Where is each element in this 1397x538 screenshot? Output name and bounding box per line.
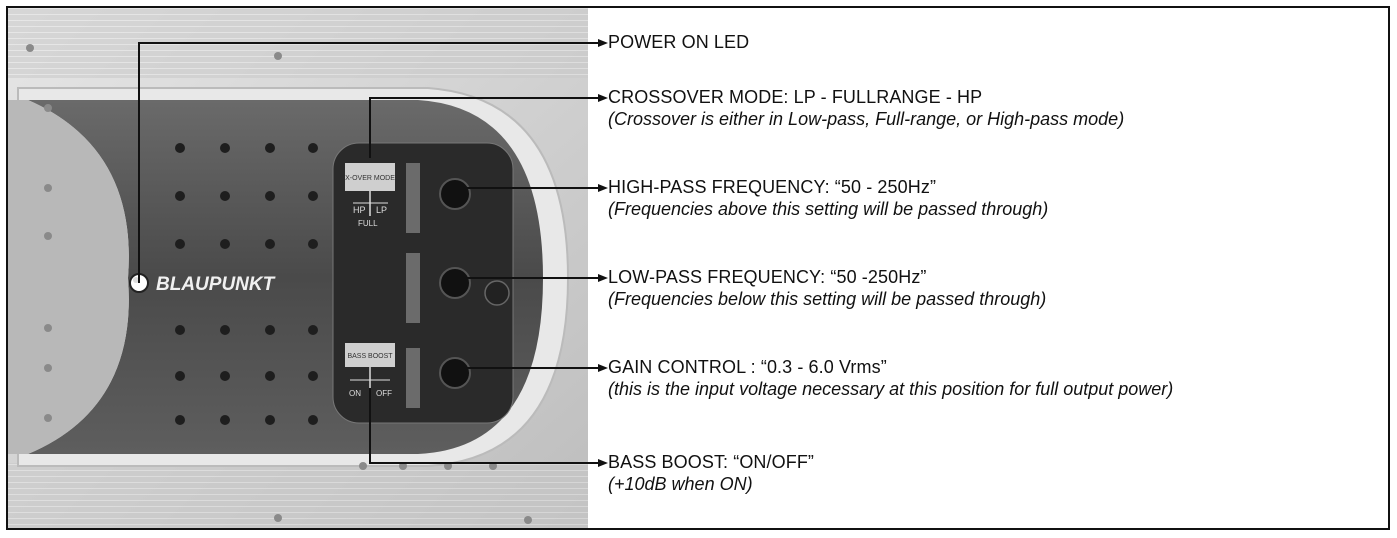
callout-description: (+10dB when ON) [608, 474, 753, 494]
callout-description: (Frequencies above this setting will be … [608, 199, 1049, 219]
callout-title: BASS BOOST: “ON/OFF” [608, 452, 815, 472]
callout-bass-boost: BASS BOOST: “ON/OFF” (+10dB when ON) [608, 451, 814, 495]
callout-high-pass: HIGH-PASS FREQUENCY: “50 - 250Hz” (Frequ… [608, 176, 1048, 220]
callout-description: (Frequencies below this setting will be … [608, 289, 1047, 309]
amplifier-photo: BLAUPUNKT X-OVER MODE HP LP FULL BASS BO… [8, 8, 588, 528]
gain-knob [439, 357, 471, 389]
callout-title: GAIN CONTROL : “0.3 - 6.0 Vrms” [608, 357, 887, 377]
brand-logo: BLAUPUNKT [156, 274, 276, 295]
low-pass-knob [439, 267, 471, 299]
callout-power-led: POWER ON LED [608, 31, 749, 53]
callout-gain: GAIN CONTROL : “0.3 - 6.0 Vrms” (this is… [608, 356, 1173, 400]
svg-text:X-OVER MODE: X-OVER MODE [345, 175, 395, 182]
svg-text:BASS BOOST: BASS BOOST [347, 353, 393, 360]
svg-text:OFF: OFF [376, 389, 392, 398]
callout-description: (this is the input voltage necessary at … [608, 379, 1174, 399]
callout-crossover-mode: CROSSOVER MODE: LP - FULLRANGE - HP (Cro… [608, 86, 1124, 130]
svg-text:LP: LP [376, 205, 387, 215]
callout-description: (Crossover is either in Low-pass, Full-r… [608, 109, 1125, 129]
power-led [129, 273, 149, 293]
high-pass-knob [439, 178, 471, 210]
callout-title: LOW-PASS FREQUENCY: “50 -250Hz” [608, 267, 927, 287]
callout-title: POWER ON LED [608, 32, 750, 52]
callout-title: CROSSOVER MODE: LP - FULLRANGE - HP [608, 87, 983, 107]
diagram-frame: BLAUPUNKT X-OVER MODE HP LP FULL BASS BO… [6, 6, 1390, 530]
svg-text:ON: ON [349, 389, 361, 398]
callout-low-pass: LOW-PASS FREQUENCY: “50 -250Hz” (Frequen… [608, 266, 1046, 310]
callout-title: HIGH-PASS FREQUENCY: “50 - 250Hz” [608, 177, 937, 197]
svg-text:HP: HP [353, 205, 366, 215]
svg-text:FULL: FULL [358, 219, 378, 228]
